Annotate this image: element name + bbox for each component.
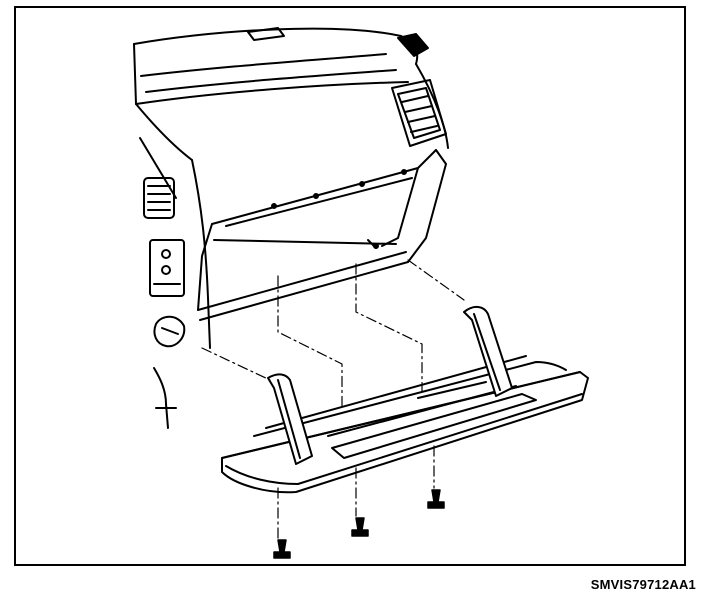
instrument-panel-top (133, 27, 429, 105)
screw-left (273, 539, 291, 559)
figure-id-label: SMVIS79712AA1 (590, 577, 696, 592)
right-stopper-arm (463, 306, 513, 397)
diagram-frame (14, 6, 686, 566)
glove-box-door (221, 355, 589, 494)
screw-right (427, 489, 445, 509)
lower-panel-edges (155, 297, 211, 429)
side-air-vent (391, 63, 449, 149)
radio-controls (149, 239, 186, 405)
center-stack (135, 103, 209, 299)
screws (273, 489, 445, 559)
alignment-guides (201, 259, 465, 539)
screw-middle (351, 517, 369, 537)
left-stopper-arm (267, 373, 313, 465)
glove-box-opening (197, 149, 447, 321)
center-vent (143, 177, 175, 219)
glove-box-removal-illustration (133, 27, 589, 559)
